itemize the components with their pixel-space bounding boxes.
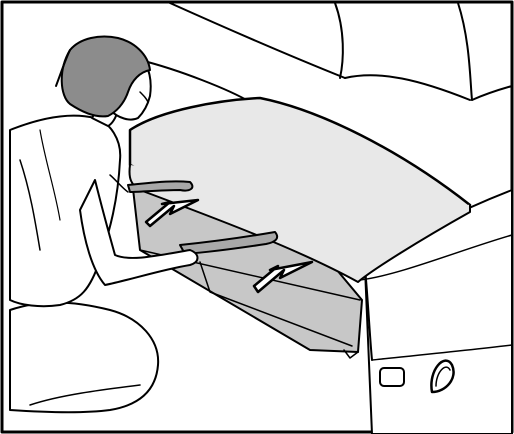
sofa-foot [380,368,404,386]
